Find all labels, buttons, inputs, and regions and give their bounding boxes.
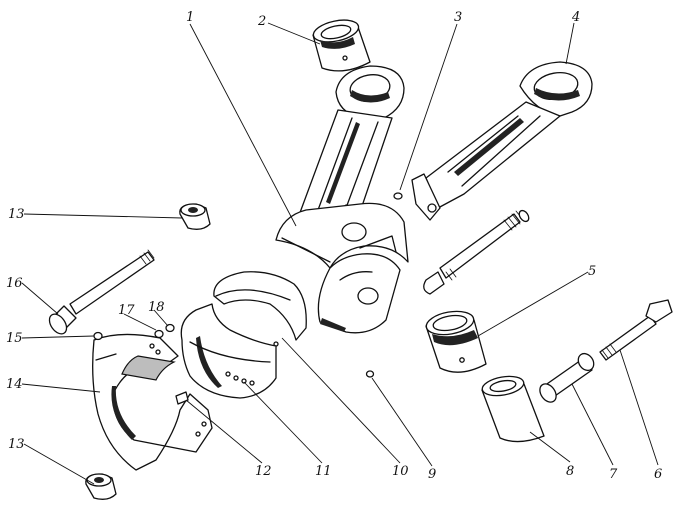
label-5: 5 <box>588 264 596 279</box>
label-12: 12 <box>255 464 272 479</box>
part-3-dowel-pin <box>393 192 403 200</box>
part-5-bushing <box>425 310 487 373</box>
part-16-long-bolt <box>48 249 155 335</box>
label-10: 10 <box>392 464 409 479</box>
label-17: 17 <box>118 303 135 318</box>
label-13-top: 13 <box>8 207 25 222</box>
label-1: 1 <box>186 10 194 25</box>
part-14-bearing-cap <box>92 333 213 471</box>
label-7: 7 <box>609 467 618 482</box>
label-13-bottom: 13 <box>8 437 25 452</box>
part-labels: 1 2 3 4 5 6 7 8 9 10 11 12 13 13 14 15 1… <box>6 10 662 482</box>
part-7-stepped-pin <box>539 352 595 403</box>
part-9-small-pin <box>365 370 375 378</box>
label-11: 11 <box>315 464 332 479</box>
label-6: 6 <box>654 467 662 482</box>
part-10-11-bearing-shells <box>180 271 307 399</box>
label-16: 16 <box>6 276 23 291</box>
part-1-connecting-rod-assembly <box>275 65 409 334</box>
label-8: 8 <box>566 464 574 479</box>
part-13-nut-bottom <box>85 473 117 500</box>
label-18: 18 <box>148 300 165 315</box>
part-18-pin <box>165 323 175 333</box>
part-13-nut-top <box>179 203 211 230</box>
part-6-small-bolt <box>599 299 673 361</box>
label-2: 2 <box>257 14 266 29</box>
part-8-sleeve <box>481 375 545 443</box>
label-4: 4 <box>571 10 580 25</box>
label-9: 9 <box>428 467 436 482</box>
label-14: 14 <box>6 377 23 392</box>
label-3: 3 <box>454 10 462 25</box>
label-15: 15 <box>6 331 23 346</box>
leader-lines <box>21 22 659 485</box>
part-12-dowel <box>175 391 189 405</box>
part-15-pin <box>93 331 103 341</box>
part-4-connecting-rod <box>411 61 593 221</box>
part-2-small-end-bushing <box>312 19 371 72</box>
bolt-right <box>423 209 530 295</box>
part-17-pin <box>154 329 164 339</box>
